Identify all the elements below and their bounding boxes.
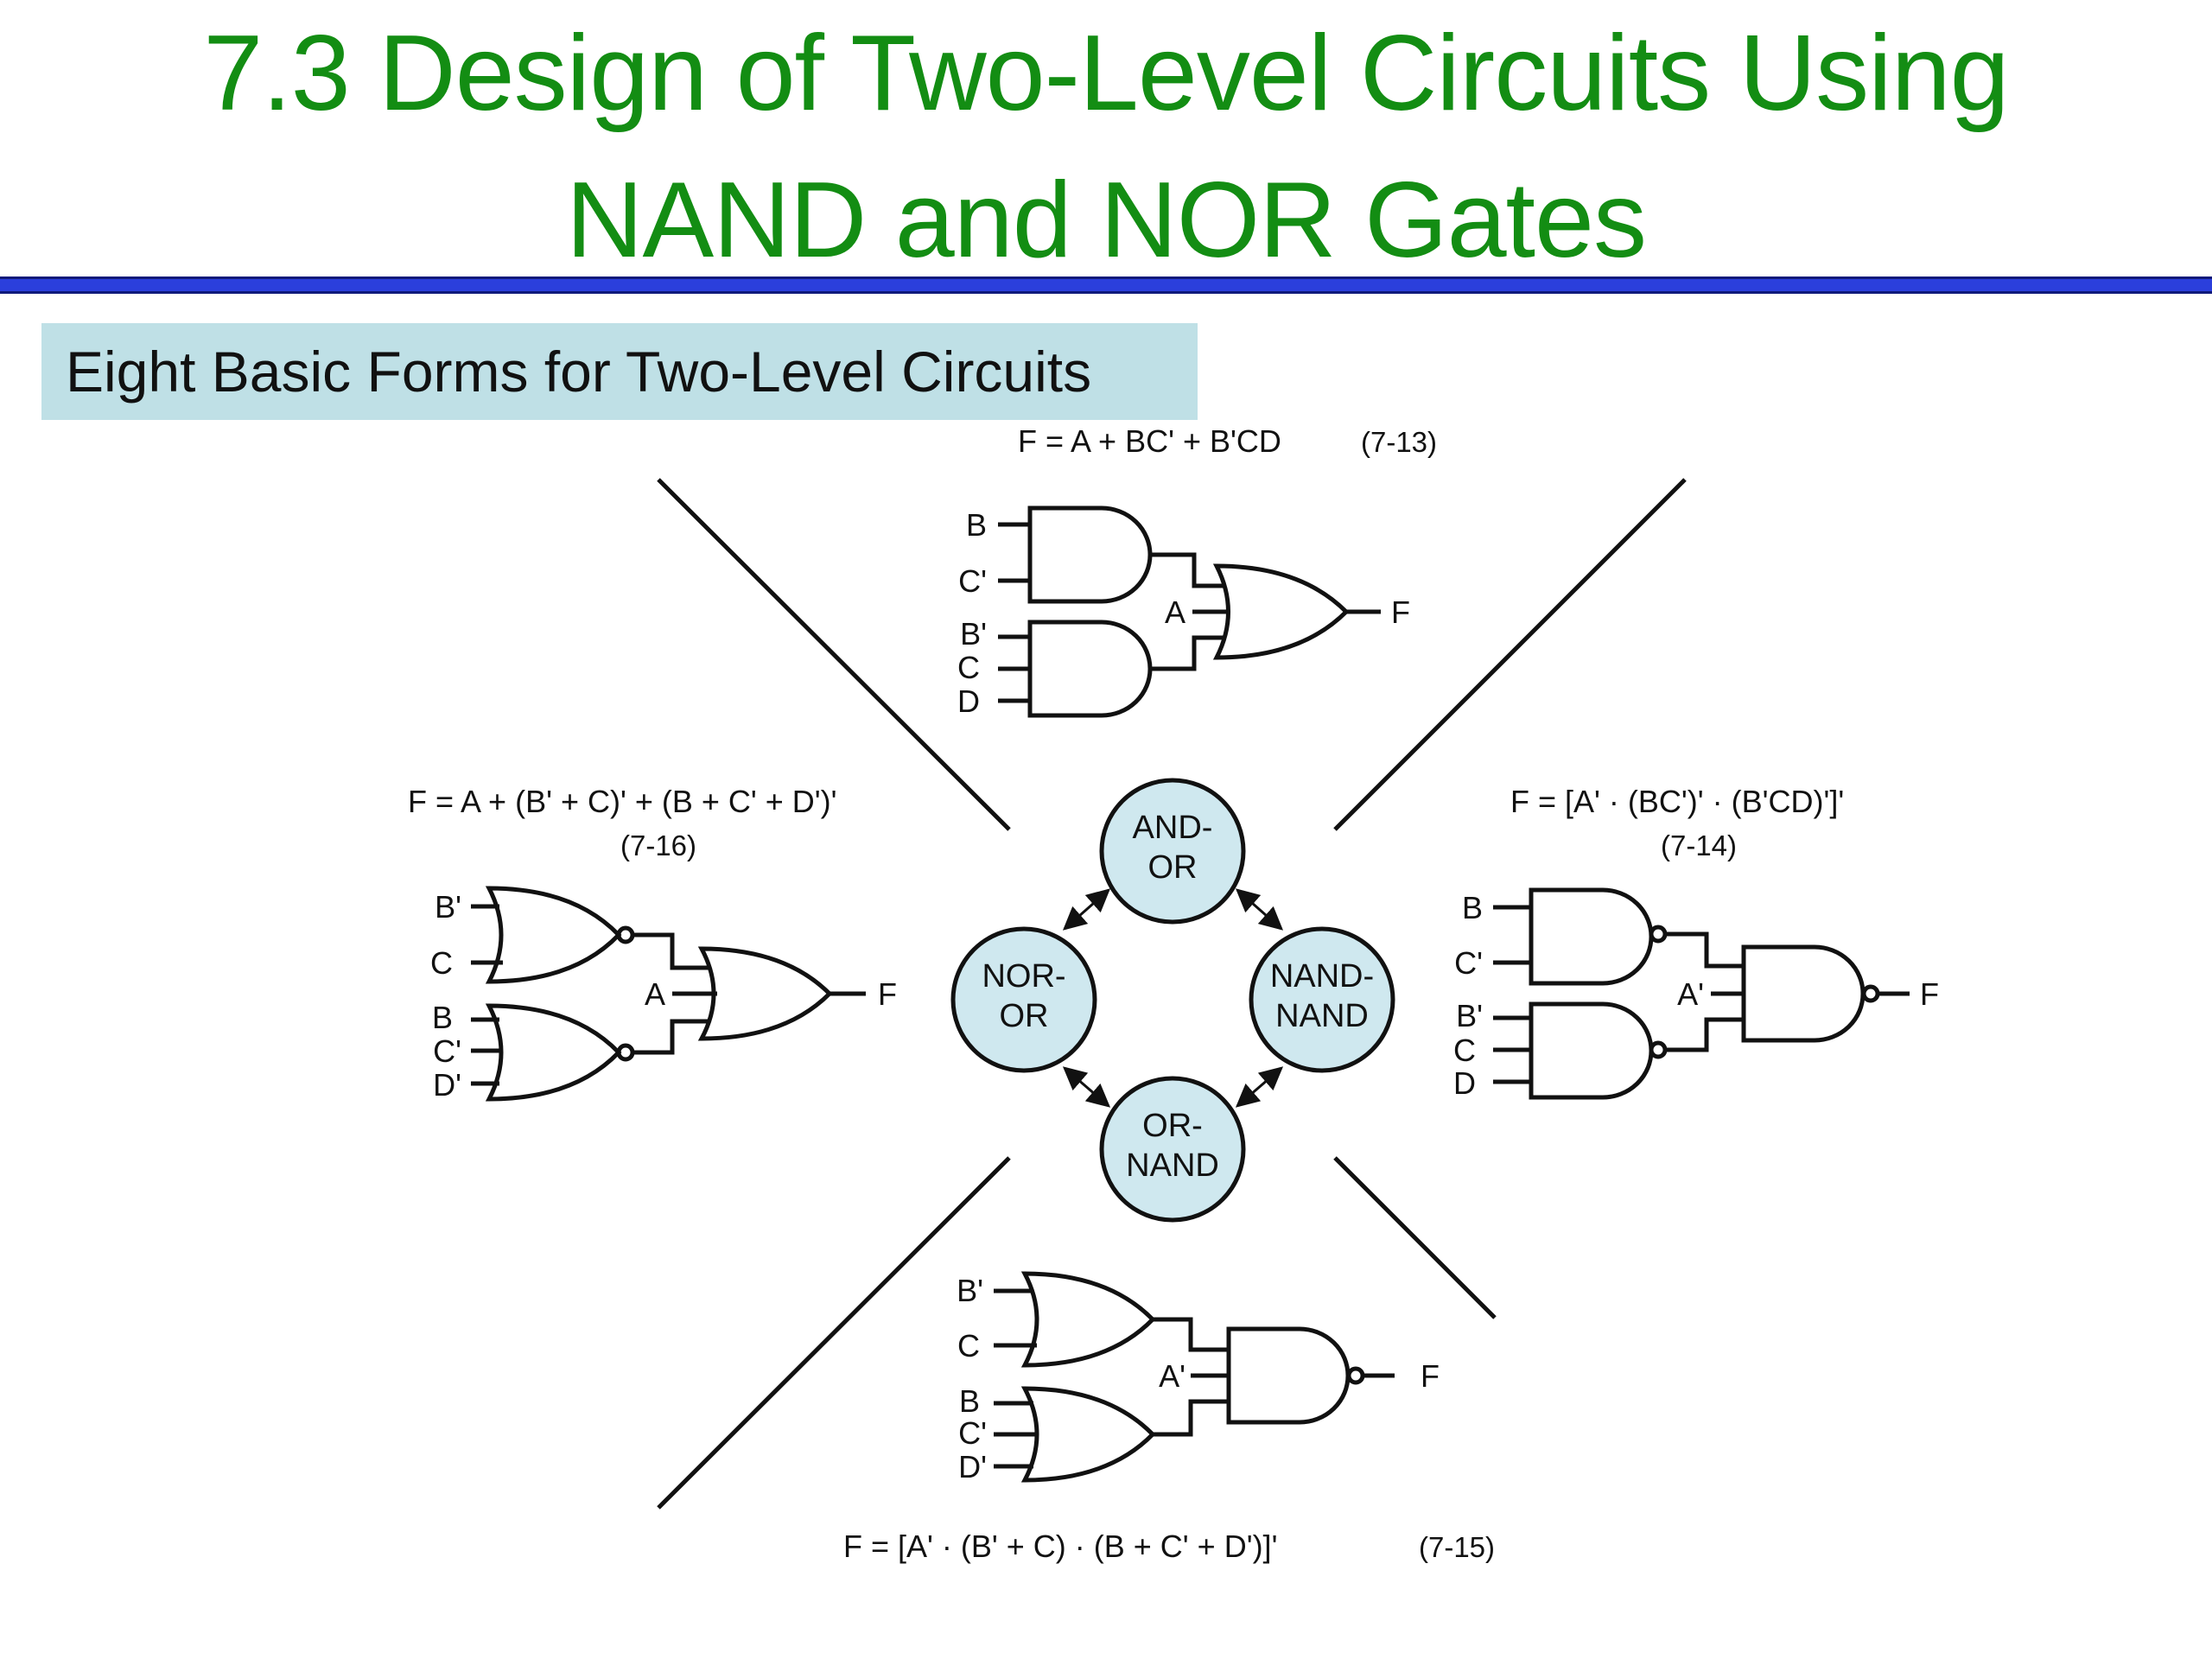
node-and-or-line1: AND- [1133,810,1213,846]
circuit-and-or: F = A + BC' + B'CD (7-13) [957,423,1437,719]
circuit-nor-or: F = A + (B' + C)' + (B + C' + D')' (7-16… [408,784,897,1103]
node-or-nand-line2: NAND [1126,1147,1219,1184]
node-or-nand-line1: OR- [1142,1108,1203,1144]
output-label: F [1391,594,1410,630]
arrow-andor-noror [1062,888,1111,931]
input-label: C' [958,563,987,599]
input-label: B [966,507,987,543]
arrow-andor-nandnand [1235,888,1284,931]
equation-number-7-16: (7-16) [620,830,696,861]
and-gate-2 [1027,620,1153,718]
equation-number-7-13: (7-13) [1361,426,1437,458]
input-label: D' [433,1067,461,1103]
separator-lines [657,478,1687,1510]
node-nand-nand: NAND- NAND [1249,926,1395,1073]
equation-number-7-14: (7-14) [1661,830,1737,861]
conversion-arrows [1062,888,1284,1108]
middle-input-label: A' [1159,1358,1185,1394]
inversion-bubble [1346,1366,1365,1385]
nand-gate-2 [1529,1001,1654,1100]
or-gate [1212,563,1350,660]
node-nor-or: NOR- OR [950,926,1097,1073]
inversion-bubble [616,925,635,944]
arrow-noror-ornand [1062,1066,1111,1108]
equation-or-nand: F = [A' · (B' + C) · (B + C' + D')]' [843,1529,1277,1564]
input-label: B' [960,616,987,652]
subtitle-text: Eight Basic Forms for Two-Level Circuits [66,340,1092,404]
separator-line-top-right [1333,478,1687,831]
equation-nand-nand: F = [A' · (BC')' · (B'CD)']' [1510,784,1844,819]
title-line-2: NAND and NOR Gates [566,161,1647,280]
separator-line-bottom-left [657,1156,1011,1510]
input-label: C [1453,1033,1476,1068]
input-label: C' [958,1415,987,1451]
node-nand-nand-line1: NAND- [1270,958,1374,995]
node-nor-or-line2: OR [1000,998,1049,1034]
circuit-nand-nand: F = [A' · (BC')' · (B'CD)']' (7-14) B [1453,784,1939,1101]
middle-input-label: A [1165,594,1185,630]
node-and-or: AND- OR [1099,778,1246,925]
separator-line-bottom-right [1333,1156,1497,1319]
node-and-or-line2: OR [1148,849,1198,886]
input-label: D [957,683,980,719]
input-label: C' [433,1033,461,1069]
input-label: C [957,1328,980,1363]
input-label: D' [958,1449,987,1484]
node-nand-nand-line2: NAND [1275,998,1369,1034]
nor-gate-1 [485,886,622,984]
output-label: F [1920,976,1939,1012]
title-divider [0,276,2212,294]
input-label: B [1462,890,1483,925]
equation-nor-or: F = A + (B' + C)' + (B + C' + D')' [408,784,837,819]
input-label: B' [435,889,461,925]
form-nodes: AND- OR NOR- OR NAND- NAND OR- NAND [950,778,1395,1223]
inversion-bubble [1649,1040,1668,1059]
nor-gate-2 [485,1003,622,1102]
input-label: B [959,1383,980,1419]
input-label: C [957,650,980,685]
and-gate-1 [1027,505,1153,604]
input-label: B [432,1000,453,1035]
input-label: C' [1454,945,1483,981]
input-label: B' [957,1273,983,1308]
input-label: C [430,945,453,981]
output-label: F [1421,1358,1440,1394]
inversion-bubble [1861,984,1880,1003]
node-nor-or-line1: NOR- [982,958,1065,995]
circuit-or-nand: B' C B C' D' A' F F = [A' · (B' + C) · (… [843,1271,1495,1564]
node-or-nand: OR- NAND [1099,1076,1246,1223]
separator-line-top-left [657,478,1011,831]
nand-gate-1 [1529,887,1654,986]
equation-and-or: F = A + BC' + B'CD [1018,423,1281,459]
or-gate-output [697,946,833,1041]
arrow-nandnand-ornand [1235,1066,1284,1108]
or-gate-1 [1020,1271,1156,1368]
equation-number-7-15: (7-15) [1419,1531,1495,1563]
input-label: B' [1456,998,1483,1033]
nand-gate-output [1226,1326,1351,1425]
middle-input-label: A [645,976,665,1012]
nand-gate-output [1741,944,1866,1043]
inversion-bubble [616,1043,635,1062]
title-line-1: 7.3 Design of Two-Level Circuits Using [203,14,2009,133]
or-gate-2 [1020,1386,1156,1483]
middle-input-label: A' [1677,976,1704,1012]
output-label: F [878,976,897,1012]
input-label: D [1453,1065,1476,1101]
subtitle-banner [41,323,1198,420]
inversion-bubble [1649,925,1668,944]
